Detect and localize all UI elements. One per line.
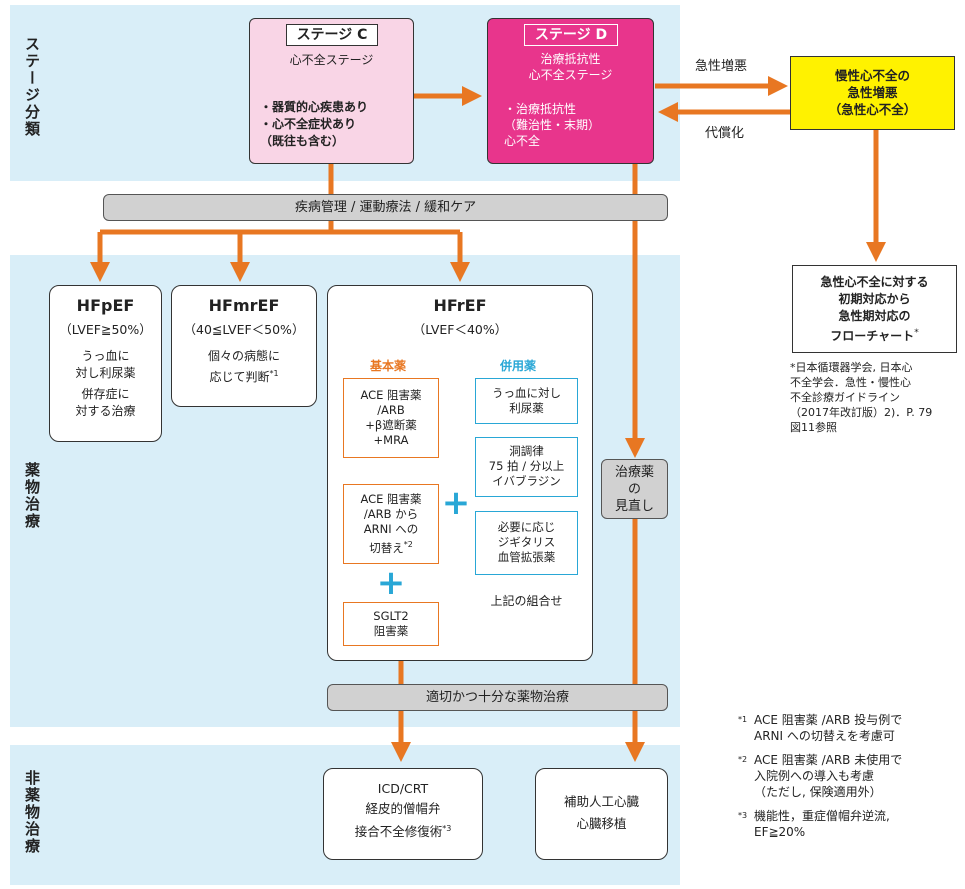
footnote-1: *1 ACE 阻害薬 /ARB 投与例で ARNI への切替えを考慮可 <box>738 712 963 744</box>
combo-footer: 上記の組合せ <box>490 594 563 608</box>
hfmref-box: HFmrEF （40≦LVEF＜50%） 個々の病態に 応じて判断*1 <box>171 285 317 407</box>
compensated-label: 代償化 <box>705 126 745 141</box>
footnote-3-mark: *3 <box>738 811 748 820</box>
stage-d-subtitle: 治療抵抗性 心不全ステージ <box>528 52 613 82</box>
hfpef-title: HFpEF <box>76 296 135 315</box>
hfref-title: HFrEF <box>433 296 487 315</box>
hfpef-text2: 併存症に 対する治療 <box>75 387 136 418</box>
combo-drug-label: 併用薬 <box>500 359 537 373</box>
footnote-2: *2 ACE 阻害薬 /ARB 未使用で 入院例への導入も考慮 （ただし, 保険… <box>738 752 963 800</box>
footnote-1-text: ACE 阻害薬 /ARB 投与例で ARNI への切替えを考慮可 <box>754 713 903 743</box>
footnotes: *1 ACE 阻害薬 /ARB 投与例で ARNI への切替えを考慮可 *2 A… <box>738 712 963 840</box>
icd-crt-note: *3 <box>442 824 452 833</box>
flowchart-text: 急性心不全に対する 初期対応から 急性期対応の フローチャート <box>820 275 929 343</box>
hfmref-title: HFmrEF <box>208 296 280 315</box>
combo-drug-3: 必要に応じ ジギタリス 血管拡張薬 <box>475 511 578 575</box>
drug-review-box: 治療薬 の 見直し <box>601 459 668 519</box>
stage-d-box: ステージ D 治療抵抗性 心不全ステージ ・治療抵抗性 （難治性・末期） 心不全 <box>487 18 654 164</box>
vad-transplant-box: 補助人工心臓 心臓移植 <box>535 768 668 860</box>
hfpef-box: HFpEF （LVEF≧50%） うっ血に 対し利尿薬 併存症に 対する治療 <box>49 285 162 442</box>
basic-drug-2-box: ACE 阻害薬 /ARB から ARNI への 切替え*2 <box>343 484 439 564</box>
hfmref-range: （40≦LVEF＜50%） <box>183 322 305 337</box>
combo-drug-1: うっ血に対し 利尿薬 <box>475 378 578 424</box>
flowchart-note: * <box>914 328 919 338</box>
stage-d-bullets: ・治療抵抗性 （難治性・末期） 心不全 <box>504 102 601 148</box>
acute-label: 急性増悪 <box>695 59 748 74</box>
hfpef-range: （LVEF≧50%） <box>59 322 152 337</box>
hfmref-text: 個々の病態に 応じて判断 <box>207 349 280 384</box>
stage-c-bullets: ・器質的心疾患あり ・心不全症状あり （既往も含む） <box>260 100 369 148</box>
icd-crt-box: ICD/CRT 経皮的僧帽弁 接合不全修復術*3 <box>323 768 483 860</box>
side-label-stage: ステージ分類 <box>23 36 41 138</box>
stage-c-subtitle: 心不全ステージ <box>289 53 374 67</box>
footnote-2-mark: *2 <box>738 755 748 764</box>
stage-c-box: ステージ C 心不全ステージ ・器質的心疾患あり ・心不全症状あり （既往も含む… <box>249 18 414 164</box>
hfpef-text1: うっ血に 対し利尿薬 <box>75 349 136 380</box>
plus-icon-basic: + <box>376 563 406 603</box>
footnote-2-text: ACE 阻害薬 /ARB 未使用で 入院例への導入も考慮 （ただし, 保険適用外… <box>754 753 903 799</box>
management-bar: 疾病管理 / 運動療法 / 緩和ケア <box>103 194 668 221</box>
basic-drug-label: 基本薬 <box>370 359 407 373</box>
hfref-range: （LVEF＜40%） <box>412 322 508 337</box>
basic-drug-3: SGLT2 阻害薬 <box>343 602 439 646</box>
adequate-therapy-bar: 適切かつ十分な薬物治療 <box>327 684 668 711</box>
guideline-reference: *日本循環器学会, 日本心 不全学会．急性・慢性心 不全診療ガイドライン （20… <box>790 361 933 434</box>
side-label-nondrug: 非薬物治療 <box>23 770 41 855</box>
basic-drug-1: ACE 阻害薬 /ARB +β遮断薬 +MRA <box>343 378 439 458</box>
basic-drug-2-note: *2 <box>403 540 413 549</box>
hfmref-note: *1 <box>269 369 279 378</box>
plus-icon-combo: + <box>441 483 471 523</box>
acute-hf-flowchart-box: 急性心不全に対する 初期対応から 急性期対応の フローチャート* <box>792 265 957 353</box>
footnote-1-mark: *1 <box>738 715 748 724</box>
icd-crt-text: ICD/CRT 経皮的僧帽弁 接合不全修復術 <box>354 781 443 840</box>
combo-drug-2: 洞調律 75 拍 / 分以上 イバブラジン <box>475 437 578 497</box>
acute-exacerbation-box: 慢性心不全の 急性増悪 （急性心不全） <box>790 56 955 130</box>
stage-d-title: ステージ D <box>524 24 618 46</box>
footnote-3-text: 機能性，重症僧帽弁逆流, EF≧20% <box>754 809 890 839</box>
footnote-3: *3 機能性，重症僧帽弁逆流, EF≧20% <box>738 808 963 840</box>
basic-drug-2: ACE 阻害薬 /ARB から ARNI への 切替え <box>360 492 422 555</box>
stage-c-title: ステージ C <box>286 24 378 46</box>
side-label-drug: 薬物治療 <box>23 462 41 530</box>
